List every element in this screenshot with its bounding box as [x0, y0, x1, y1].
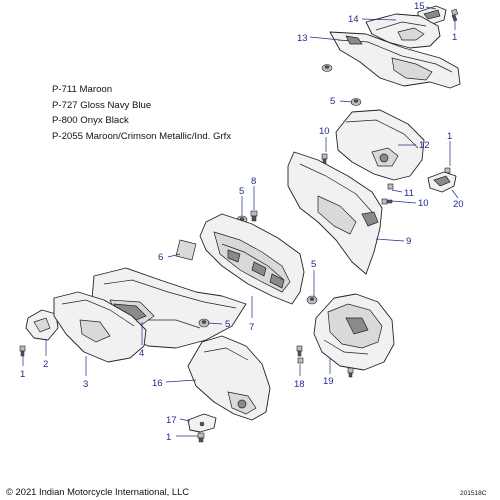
callout-5-upper: 5	[330, 96, 335, 107]
leader-lines	[22, 6, 459, 437]
callout-20: 20	[453, 199, 464, 210]
callout-10-upper: 10	[319, 126, 330, 137]
paint-code-list: P-711 Maroon P-727 Gloss Navy Blue P-800…	[52, 82, 231, 144]
callout-numbers: 15 14 1 13 5 10 1 12 11 10 20 9 8 5 6 5 …	[20, 1, 464, 443]
callout-11: 11	[404, 188, 414, 199]
callout-8: 8	[251, 176, 256, 187]
callout-1-right: 1	[447, 131, 452, 142]
callout-5-right: 5	[311, 259, 316, 270]
callout-19: 19	[323, 376, 334, 387]
grommet-5-right[interactable]	[306, 295, 318, 305]
grommet-5-lower[interactable]	[198, 318, 210, 328]
part-9-side-panel[interactable]	[287, 151, 383, 275]
callout-1-top: 1	[452, 32, 457, 43]
grommet-near-13[interactable]	[321, 64, 333, 72]
callout-4: 4	[139, 348, 144, 359]
screw-8[interactable]	[250, 210, 258, 222]
part-16-lower-panel[interactable]	[187, 335, 271, 421]
screw-11[interactable]	[387, 183, 394, 190]
callout-1-left: 1	[20, 369, 25, 380]
callout-9: 9	[406, 236, 411, 247]
callout-1-bottom: 1	[166, 432, 171, 443]
callout-5-lower: 5	[225, 319, 230, 330]
part-17-tab[interactable]	[187, 413, 217, 433]
grommet-5-upper[interactable]	[350, 98, 362, 106]
part-3-lower-cover[interactable]	[53, 291, 147, 363]
part-19-housing[interactable]	[313, 293, 395, 371]
paint-code: P-727 Gloss Navy Blue	[52, 99, 152, 111]
callout-2: 2	[43, 359, 48, 370]
callout-14: 14	[348, 14, 359, 25]
callout-12: 12	[419, 140, 430, 151]
callout-5-mid: 5	[239, 186, 244, 197]
callout-17: 17	[166, 415, 177, 426]
callout-7: 7	[249, 322, 254, 333]
screw-1-bottom[interactable]	[197, 432, 205, 443]
callout-10-lower: 10	[418, 198, 429, 209]
part-12-middle-panel[interactable]	[335, 109, 425, 181]
part-2-small-cap[interactable]	[25, 309, 59, 341]
paint-code: P-2055 Maroon/Crimson Metallic/Ind. Grfx	[52, 130, 232, 142]
callout-18: 18	[294, 379, 305, 390]
screw-10-lower[interactable]	[381, 198, 393, 205]
part-13-upper-panel[interactable]	[329, 31, 461, 89]
screw-1-left[interactable]	[19, 345, 26, 357]
part-6-plate[interactable]	[175, 239, 197, 261]
callout-6: 6	[158, 252, 163, 263]
screw-1-top[interactable]	[451, 8, 459, 22]
paint-code: P-800 Onyx Black	[52, 115, 129, 127]
callout-16: 16	[152, 378, 163, 389]
copyright-notice: © 2021 Indian Motorcycle International, …	[6, 486, 190, 497]
part-7-inner-frame[interactable]	[199, 213, 305, 305]
paint-code: P-711 Maroon	[52, 84, 113, 95]
callout-15: 15	[414, 1, 425, 12]
figure-id: 201518C	[460, 490, 487, 497]
callout-3: 3	[83, 379, 88, 390]
part-20-bracket[interactable]	[427, 171, 457, 193]
callout-13: 13	[297, 33, 308, 44]
screw-18[interactable]	[296, 345, 304, 364]
screw-near-19[interactable]	[347, 367, 354, 378]
part-14-upper-cover[interactable]	[365, 13, 441, 49]
